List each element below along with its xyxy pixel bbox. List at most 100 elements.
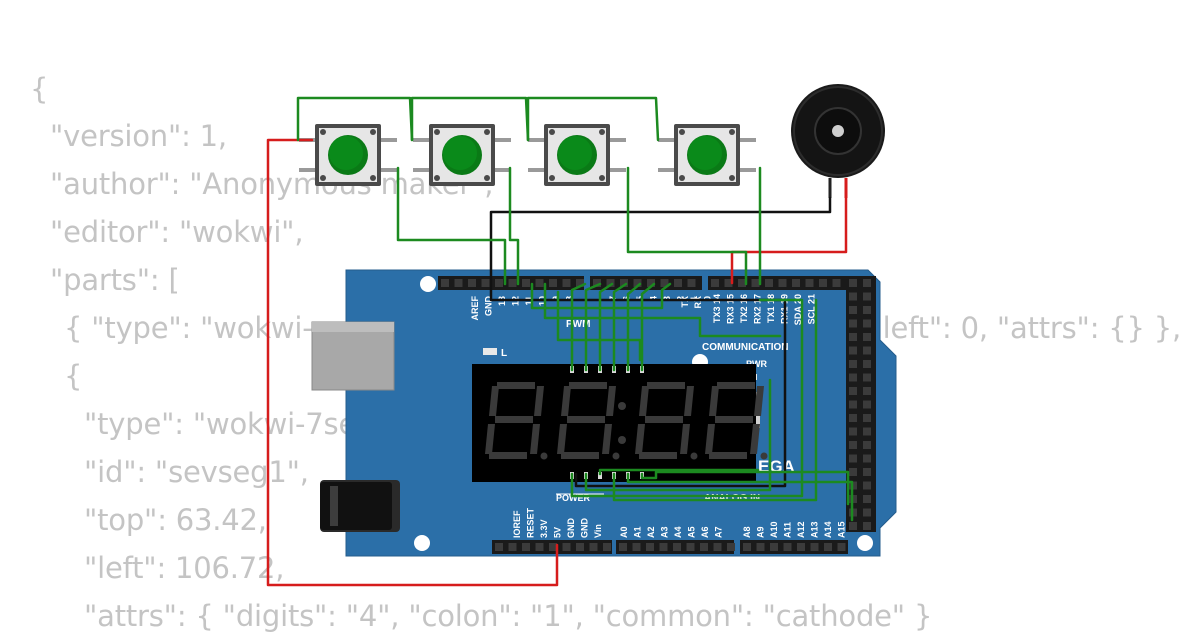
- header-pin[interactable]: [849, 454, 857, 463]
- header-pin[interactable]: [849, 346, 857, 355]
- header-pin[interactable]: [863, 333, 871, 341]
- header-pin[interactable]: [756, 543, 765, 551]
- header-pin[interactable]: [508, 543, 517, 551]
- header-pin[interactable]: [849, 306, 857, 314]
- header-pin[interactable]: [562, 279, 571, 287]
- header-pin[interactable]: [863, 387, 871, 395]
- header-pin[interactable]: [863, 306, 871, 314]
- wire-green-dig1[interactable]: [570, 298, 804, 498]
- header-pin[interactable]: [687, 279, 696, 287]
- wire-red-5v[interactable]: [266, 138, 559, 587]
- push-button[interactable]: [413, 124, 511, 186]
- header-pin[interactable]: [849, 400, 857, 409]
- header-pin[interactable]: [659, 543, 668, 551]
- header-pin[interactable]: [632, 543, 641, 551]
- header-pin[interactable]: [522, 279, 530, 287]
- header-pin[interactable]: [713, 543, 722, 551]
- header-pin[interactable]: [549, 279, 557, 287]
- header-pin[interactable]: [778, 279, 787, 287]
- header-pin[interactable]: [863, 508, 871, 517]
- header-pin[interactable]: [849, 279, 857, 287]
- header-pin[interactable]: [863, 279, 871, 287]
- wire-green-seg-f[interactable]: [640, 282, 656, 372]
- wire-green-btn2[interactable]: [508, 166, 520, 286]
- wire-green-dig5[interactable]: [598, 468, 760, 476]
- header-pin[interactable]: [824, 543, 832, 551]
- header-pin[interactable]: [863, 319, 871, 328]
- header-pin[interactable]: [849, 360, 857, 368]
- header-pin[interactable]: [810, 543, 819, 551]
- header-pin[interactable]: [849, 319, 857, 328]
- header-pin[interactable]: [593, 279, 601, 287]
- header-pin[interactable]: [863, 346, 871, 355]
- header-pin[interactable]: [481, 279, 490, 287]
- header-pin[interactable]: [549, 543, 557, 551]
- header-pin[interactable]: [792, 279, 800, 287]
- header-pin[interactable]: [849, 414, 857, 422]
- header-pin[interactable]: [603, 543, 611, 551]
- wire-green-dig4[interactable]: [640, 470, 850, 506]
- wire-green-btn1[interactable]: [396, 166, 507, 286]
- wire-red-buzzer[interactable]: [730, 196, 848, 285]
- header-pin[interactable]: [770, 543, 778, 551]
- push-buttons[interactable]: [299, 124, 756, 186]
- wire-green-dig3[interactable]: [626, 472, 854, 522]
- header-pin[interactable]: [660, 279, 669, 287]
- push-button[interactable]: [299, 124, 397, 186]
- buzzer[interactable]: [791, 84, 885, 198]
- header-pin[interactable]: [495, 279, 503, 287]
- wires[interactable]: [266, 96, 854, 587]
- header-pin[interactable]: [606, 279, 615, 287]
- push-button[interactable]: [528, 124, 626, 186]
- header-pin[interactable]: [849, 427, 857, 436]
- header-pin[interactable]: [849, 292, 857, 301]
- header-pin[interactable]: [441, 279, 449, 287]
- header-pin[interactable]: [797, 543, 805, 551]
- header-pin[interactable]: [562, 543, 571, 551]
- header-pin[interactable]: [576, 279, 584, 287]
- header-pin[interactable]: [863, 427, 871, 436]
- header-pin[interactable]: [674, 279, 682, 287]
- wire-green-seg-loop2[interactable]: [543, 282, 782, 338]
- header-pin[interactable]: [849, 333, 857, 341]
- wire-green-seg-a[interactable]: [570, 282, 587, 372]
- header-pin[interactable]: [751, 279, 760, 287]
- header-pin[interactable]: [863, 495, 871, 503]
- wire-green-seg-e[interactable]: [626, 282, 642, 372]
- wire-green-btn3[interactable]: [626, 166, 748, 286]
- header-pin[interactable]: [738, 279, 746, 287]
- header-pin[interactable]: [863, 373, 871, 382]
- header-pin[interactable]: [849, 373, 857, 382]
- header-pin[interactable]: [863, 481, 871, 490]
- header-pin[interactable]: [863, 360, 871, 368]
- wire-green-seg-c[interactable]: [598, 282, 614, 372]
- header-pin[interactable]: [819, 279, 827, 287]
- header-pin[interactable]: [863, 414, 871, 422]
- header-pin[interactable]: [535, 543, 544, 551]
- header-pin[interactable]: [576, 543, 584, 551]
- header-pin[interactable]: [727, 543, 735, 551]
- header-pin[interactable]: [633, 279, 642, 287]
- header-pin[interactable]: [805, 279, 814, 287]
- seven-segment-display[interactable]: [472, 364, 768, 482]
- header-pin[interactable]: [673, 543, 681, 551]
- header-pin[interactable]: [619, 543, 627, 551]
- header-pin[interactable]: [837, 543, 846, 551]
- header-pin[interactable]: [863, 522, 871, 530]
- header-pin[interactable]: [863, 454, 871, 463]
- wire-green-dig6[interactable]: [584, 378, 772, 492]
- header-pin[interactable]: [849, 441, 857, 449]
- header-pin[interactable]: [646, 543, 654, 551]
- header-pin[interactable]: [743, 543, 751, 551]
- wire-green-dig2[interactable]: [612, 298, 818, 502]
- header-pin[interactable]: [849, 387, 857, 395]
- header-pin[interactable]: [700, 543, 708, 551]
- header-pin[interactable]: [863, 400, 871, 409]
- wire-green-seg-d[interactable]: [612, 282, 628, 372]
- push-button[interactable]: [658, 124, 756, 186]
- header-pin[interactable]: [495, 543, 503, 551]
- header-pin[interactable]: [535, 279, 544, 287]
- header-pin[interactable]: [686, 543, 695, 551]
- header-pin[interactable]: [724, 279, 733, 287]
